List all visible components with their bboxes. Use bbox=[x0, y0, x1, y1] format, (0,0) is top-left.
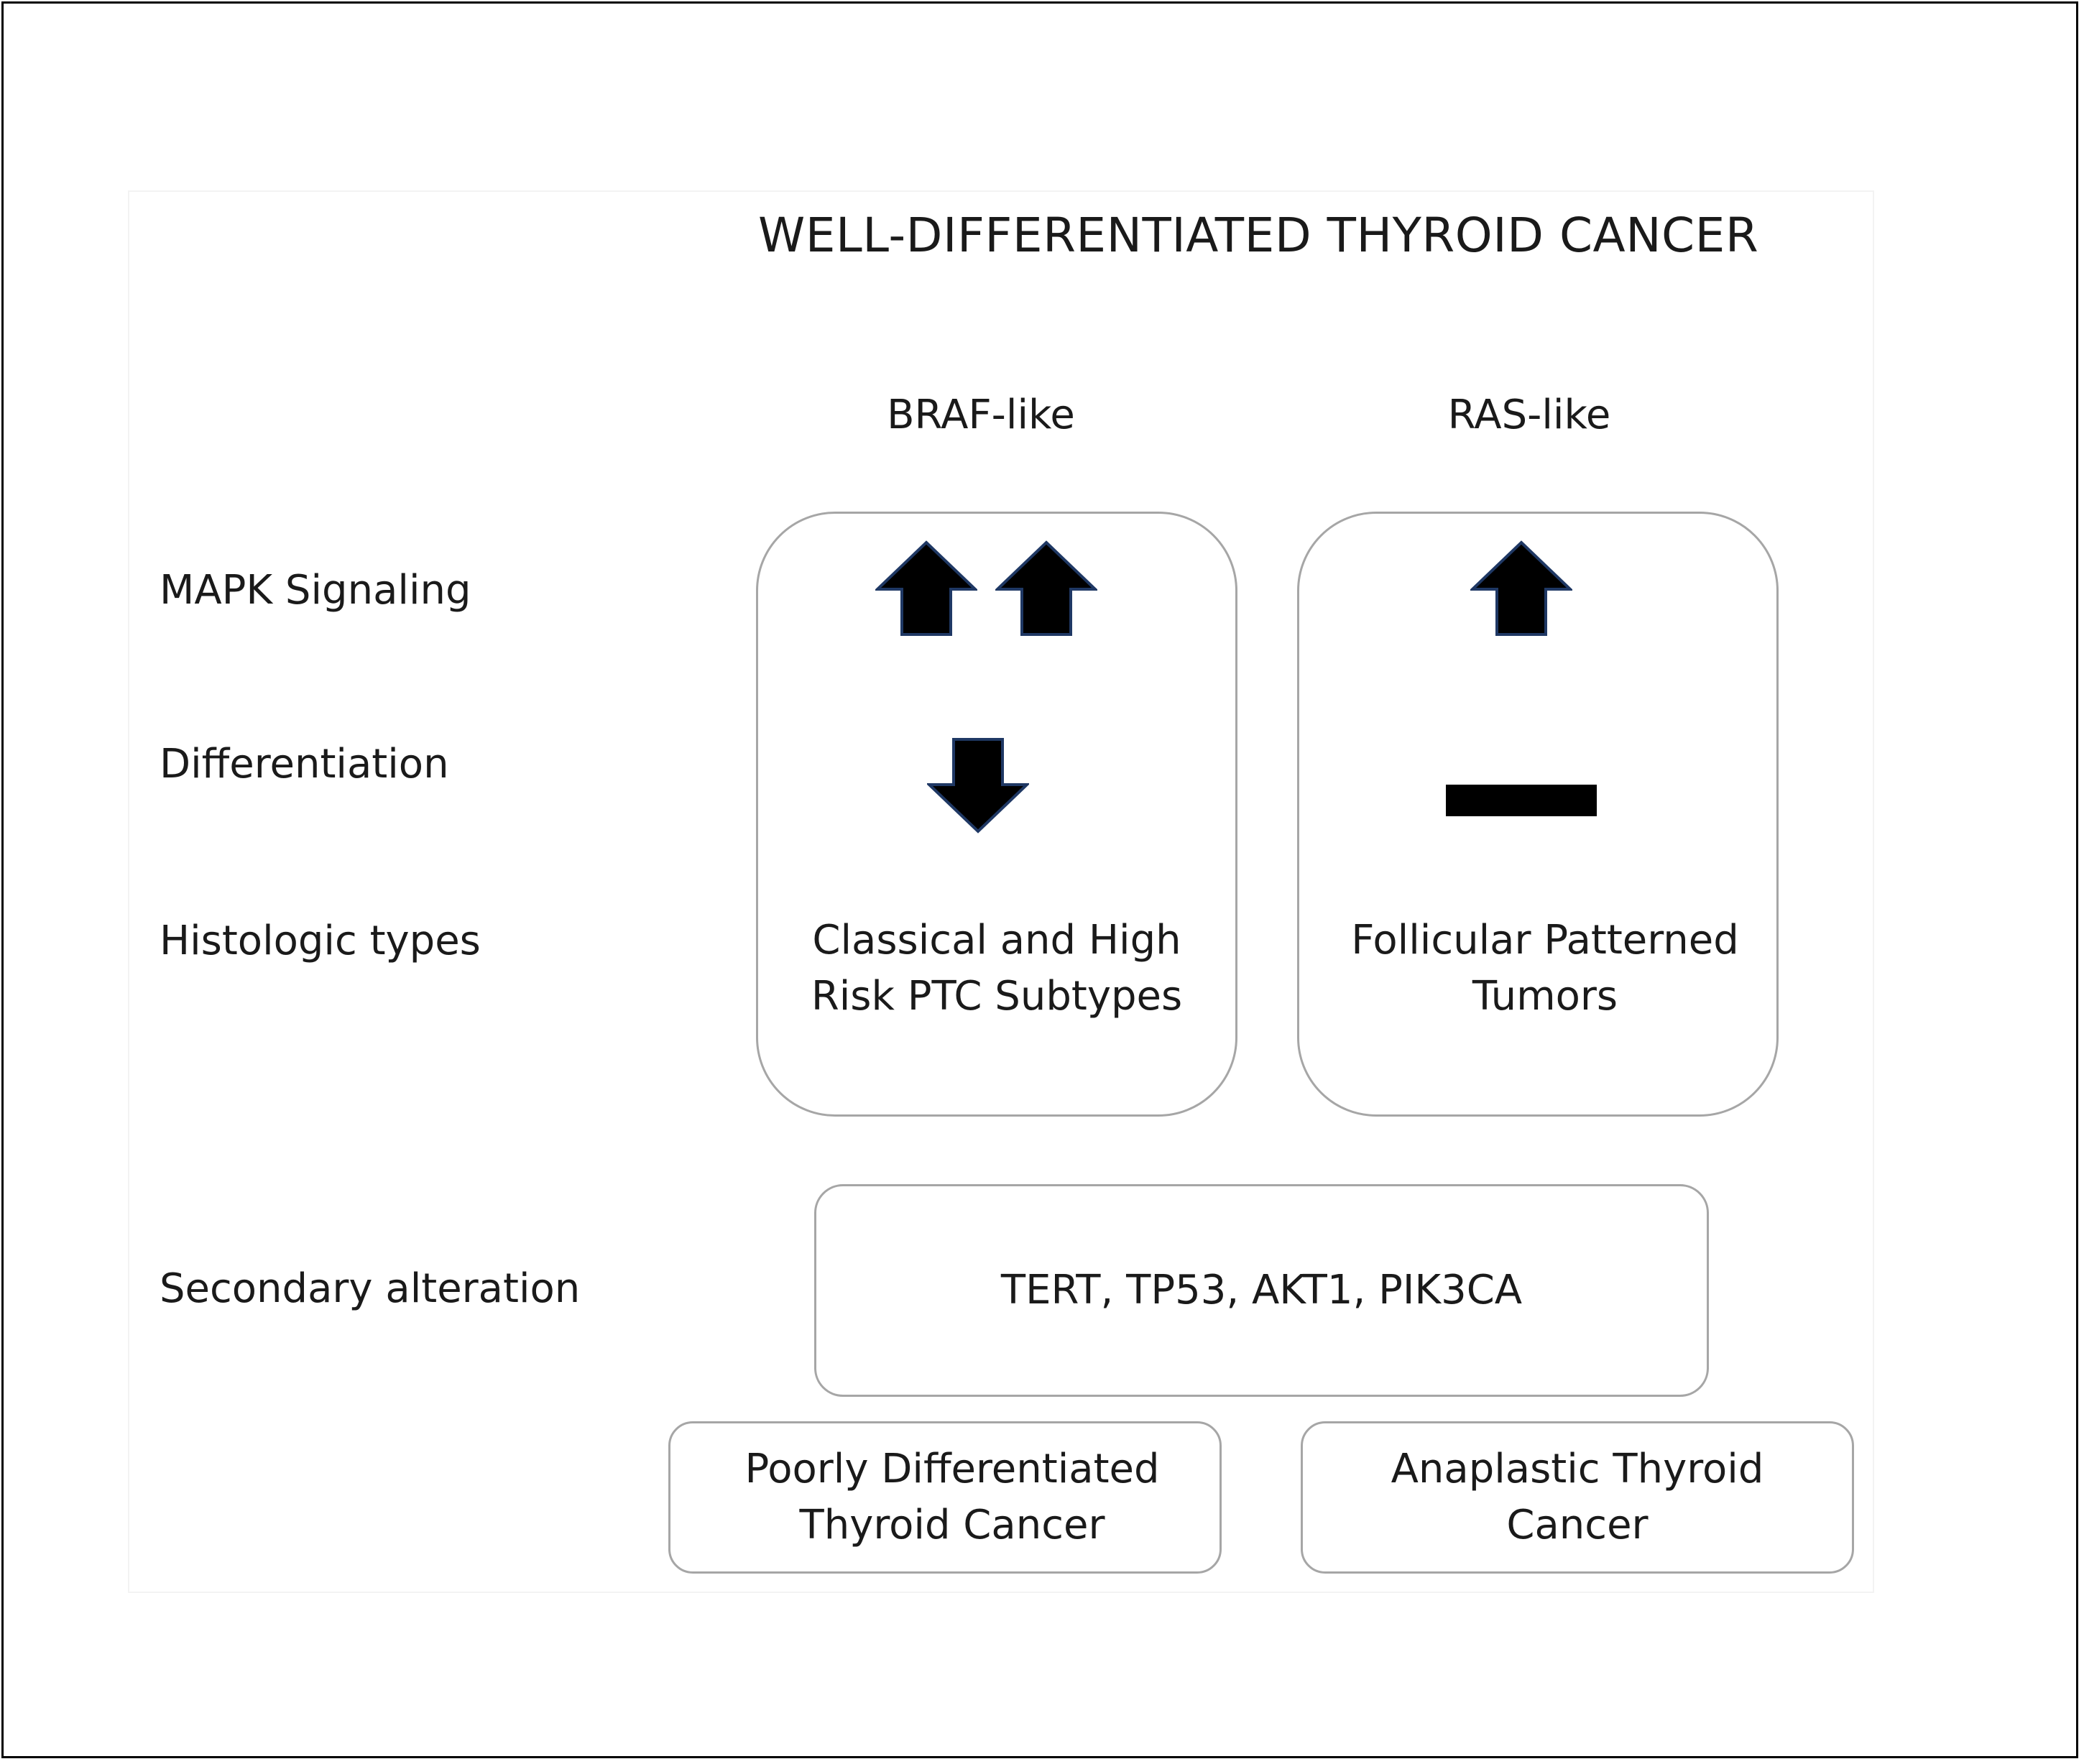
diagram-panel bbox=[128, 190, 1874, 1593]
pdtc-box: Poorly Differentiated Thyroid Cancer bbox=[668, 1421, 1222, 1574]
row-label-mapk: MAPK Signaling bbox=[160, 567, 471, 614]
pdtc-text: Poorly Differentiated Thyroid Cancer bbox=[744, 1446, 1160, 1548]
secondary-alteration-text: TERT, TP53, AKT1, PIK3CA bbox=[1000, 1267, 1523, 1313]
dash-icon bbox=[1446, 785, 1597, 816]
braf-histologic-text: Classical and High Risk PTC Subtypes bbox=[811, 917, 1183, 1020]
up-arrow-icon bbox=[995, 540, 1097, 636]
row-label-histologic: Histologic types bbox=[160, 918, 481, 964]
up-arrow-icon bbox=[1470, 540, 1572, 636]
column-header-braf: BRAF-like bbox=[887, 392, 1075, 438]
column-header-ras: RAS-like bbox=[1447, 392, 1611, 438]
diagram-title: WELL-DIFFERENTIATED THYROID CANCER bbox=[758, 208, 1759, 263]
up-arrow-icon bbox=[875, 540, 977, 636]
down-arrow-icon bbox=[927, 738, 1029, 833]
atc-text: Anaplastic Thyroid Cancer bbox=[1391, 1446, 1764, 1548]
ras-histologic-text: Follicular Patterned Tumors bbox=[1351, 917, 1739, 1020]
atc-box: Anaplastic Thyroid Cancer bbox=[1301, 1421, 1854, 1574]
row-label-secondary: Secondary alteration bbox=[160, 1265, 581, 1312]
secondary-alteration-box: TERT, TP53, AKT1, PIK3CA bbox=[814, 1184, 1709, 1397]
row-label-differentiation: Differentiation bbox=[160, 741, 449, 788]
